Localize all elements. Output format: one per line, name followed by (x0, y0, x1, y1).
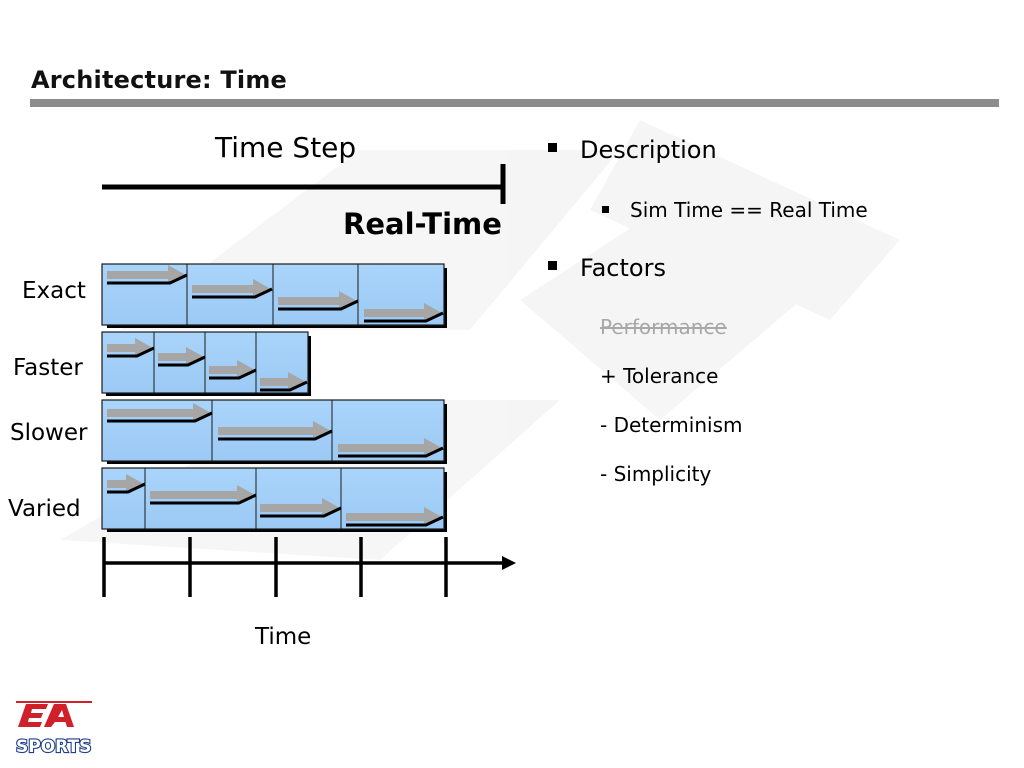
step-arrow (260, 372, 308, 392)
bullet-square-icon (548, 143, 557, 152)
bullet-factors: Factors (548, 254, 666, 282)
bullet-square-icon (548, 261, 557, 270)
factor-simplicity: - Simplicity (600, 462, 712, 486)
row-faster (101, 331, 311, 396)
row-label-slower: Slower (10, 420, 88, 446)
bullet-description: Description (548, 136, 717, 164)
factor-performance: Performance (600, 315, 727, 339)
step-arrow (192, 279, 273, 299)
time-axis (102, 537, 516, 597)
step-arrow (107, 265, 188, 285)
step-arrow (278, 291, 359, 311)
logo-text-sports: SPORTS (16, 737, 91, 757)
step-arrow (150, 485, 257, 505)
step-arrow (338, 438, 444, 458)
step-arrows (107, 265, 444, 527)
row-label-faster: Faster (13, 355, 83, 381)
bullet-description-sub: Sim Time == Real Time (602, 198, 868, 222)
step-arrow (209, 360, 257, 380)
time-step-label: Time Step (214, 131, 356, 164)
row-varied (101, 467, 447, 532)
bullet-square-icon (602, 206, 609, 213)
row-label-exact: Exact (22, 278, 86, 304)
step-arrow (346, 507, 444, 527)
step-arrow (107, 403, 213, 423)
ea-sports-logo: SPORTS (15, 701, 92, 758)
time-axis-label: Time (254, 624, 311, 650)
title-divider (30, 99, 999, 107)
step-arrow (218, 421, 333, 441)
step-arrow (364, 303, 444, 323)
step-arrow (158, 347, 206, 367)
row-label-varied: Varied (8, 496, 81, 522)
step-arrow (107, 474, 146, 494)
factor-determinism: - Determinism (600, 413, 743, 437)
step-arrow (260, 498, 342, 518)
factor-tolerance: + Tolerance (600, 364, 719, 388)
real-time-label: Real-Time (343, 207, 502, 241)
page-title: Architecture: Time (31, 66, 288, 94)
step-arrow (107, 338, 155, 358)
